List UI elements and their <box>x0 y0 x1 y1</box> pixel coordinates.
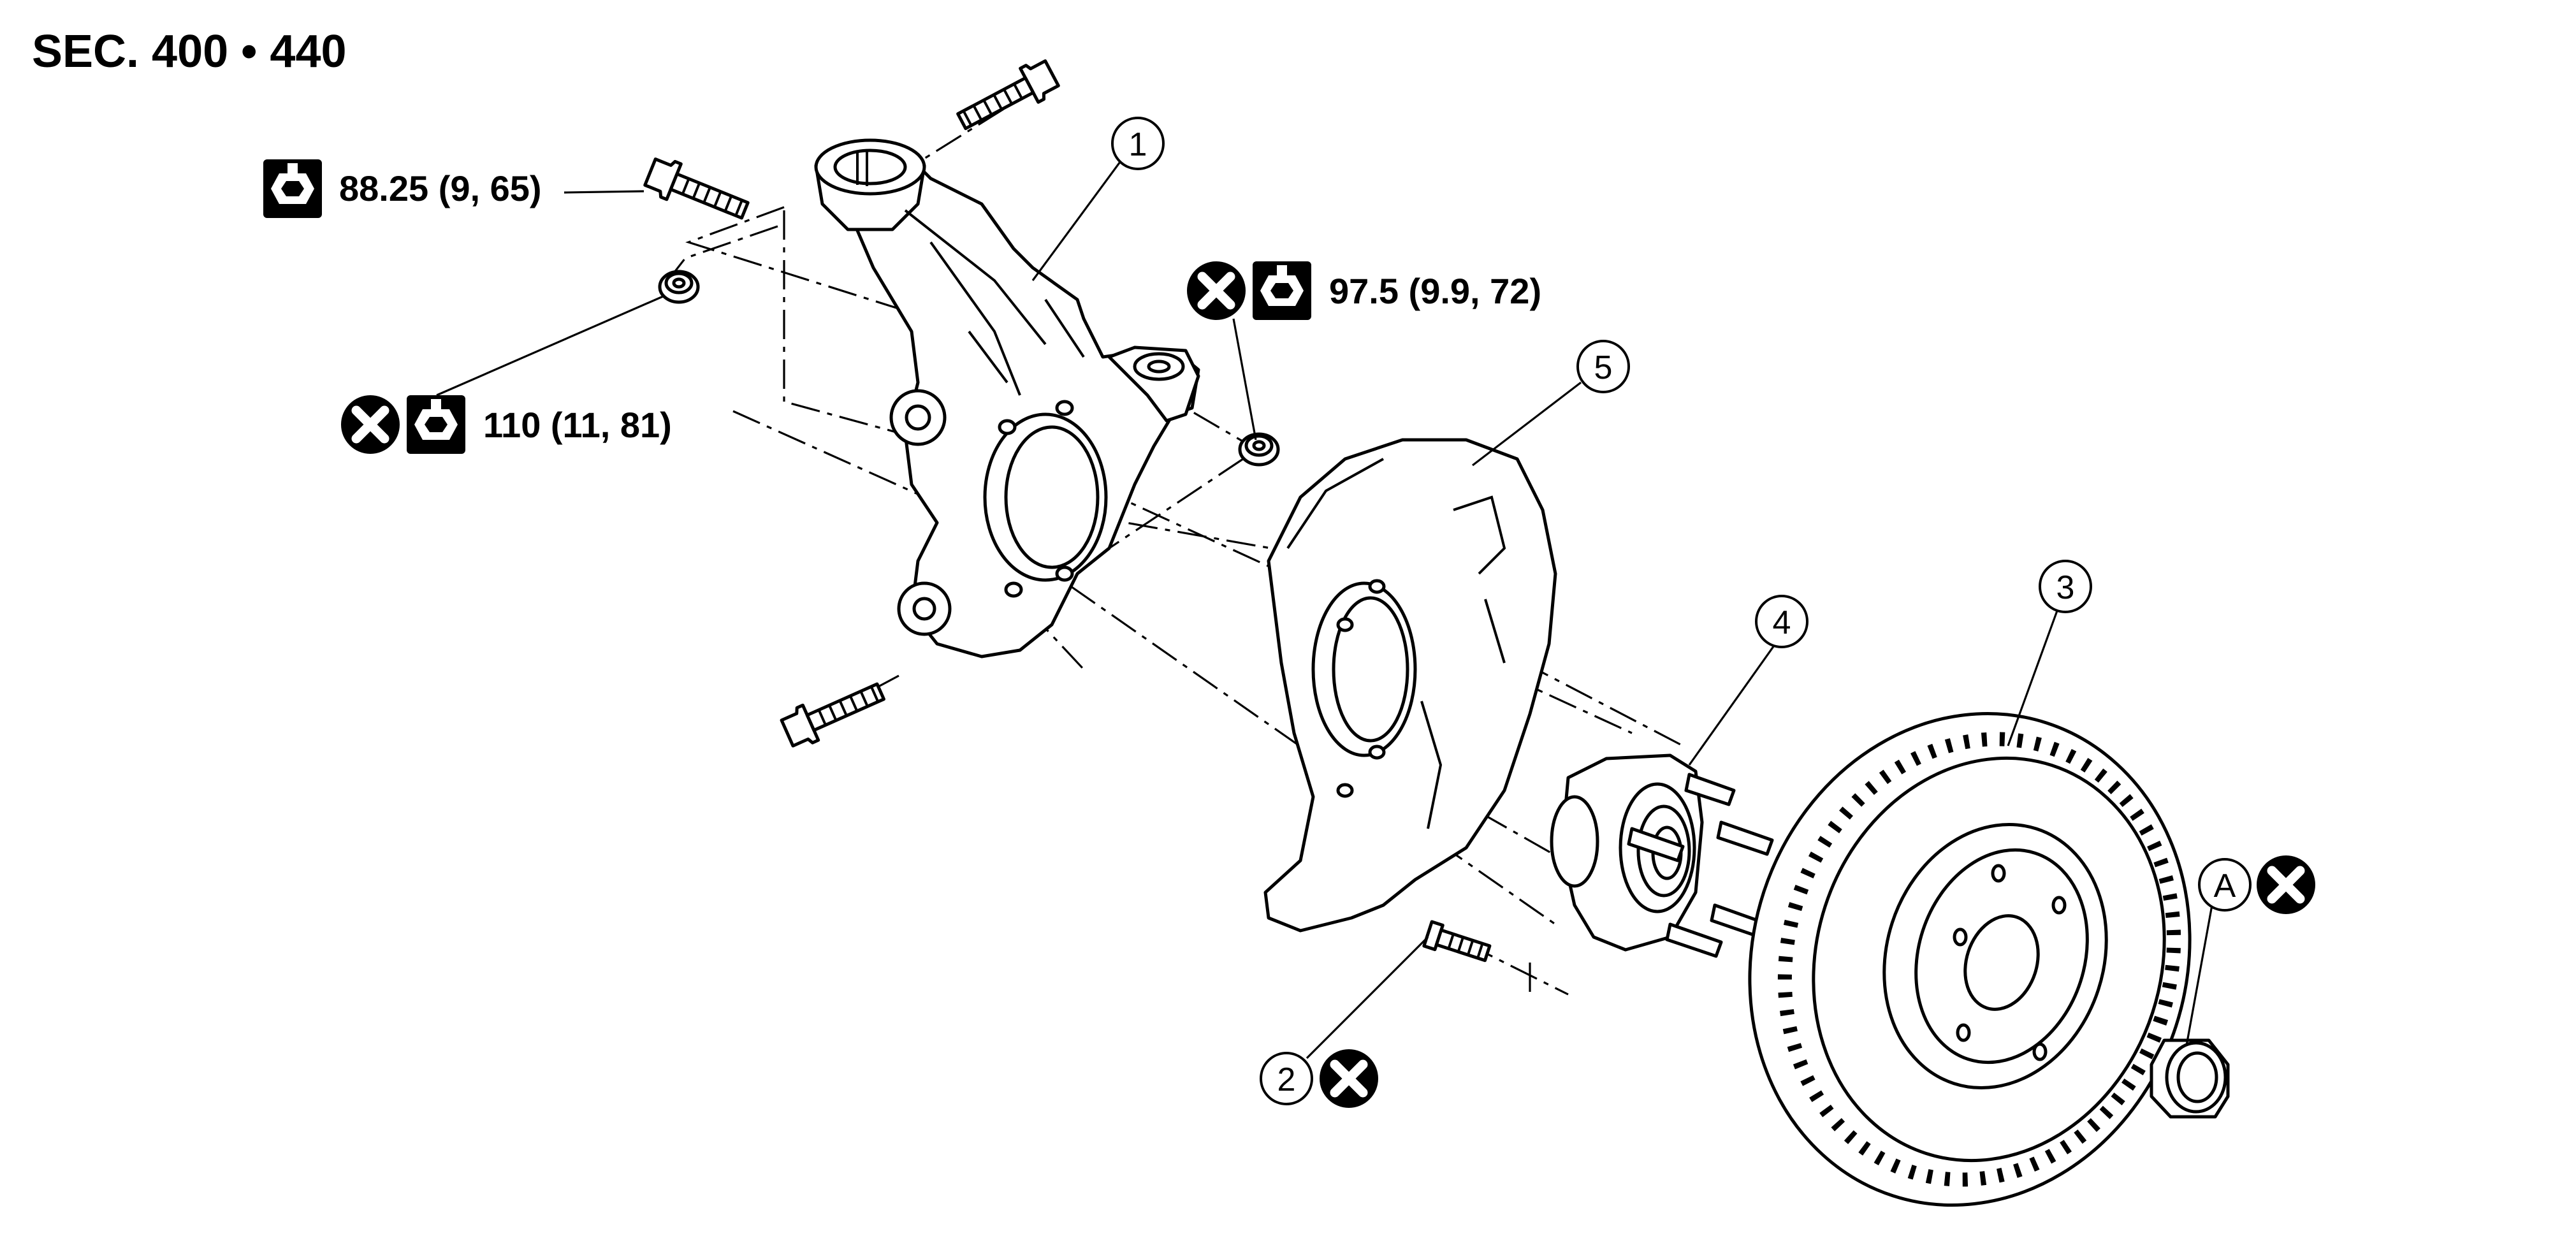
callout-3: 3 <box>2039 560 2092 613</box>
torque-spec-upper-bolt: 88.25 (9, 65) <box>263 159 542 218</box>
do-not-reuse-icon <box>2257 855 2315 914</box>
callout-2: 2 <box>1260 1052 1313 1105</box>
hub-bolt <box>1422 920 1492 963</box>
callout-a: A <box>2198 858 2252 912</box>
do-not-reuse-icon <box>1187 261 1246 320</box>
callout-5: 5 <box>1576 340 1630 393</box>
svg-text:5: 5 <box>1594 349 1613 386</box>
torque-wrench-icon <box>407 395 465 454</box>
brake-rotor <box>1748 711 2192 1207</box>
section-label: SEC. 400 • 440 <box>32 26 347 77</box>
splash-guard <box>1263 438 1557 933</box>
upper-clamp-bolt <box>643 154 752 228</box>
do-not-reuse-icon <box>341 395 400 454</box>
torque-wrench-icon <box>263 159 322 218</box>
svg-text:97.5 (9.9, 72): 97.5 (9.9, 72) <box>1329 271 1541 311</box>
upper-top-bolt <box>953 57 1061 138</box>
svg-text:4: 4 <box>1773 604 1791 641</box>
svg-text:2: 2 <box>1277 1061 1296 1098</box>
svg-text:1: 1 <box>1129 126 1147 163</box>
callout-1: 1 <box>1111 117 1165 170</box>
wheel-hub-bearing <box>1550 753 1774 958</box>
lower-bolt <box>780 674 889 751</box>
svg-text:88.25 (9, 65): 88.25 (9, 65) <box>339 168 542 208</box>
torque-spec-center-nut: 97.5 (9.9, 72) <box>1187 261 1541 320</box>
torque-wrench-icon <box>1253 261 1311 320</box>
hub-lock-nut <box>2150 1038 2230 1119</box>
callout-4: 4 <box>1755 595 1808 648</box>
torque-spec-upper-nut: 110 (11, 81) <box>341 395 672 454</box>
tie-rod-nut <box>1240 434 1278 465</box>
svg-text:110 (11, 81): 110 (11, 81) <box>483 405 672 445</box>
leader-lines <box>436 159 2213 1059</box>
svg-text:3: 3 <box>2056 569 2075 606</box>
do-not-reuse-icon <box>1320 1049 1378 1108</box>
svg-text:A: A <box>2214 868 2236 905</box>
upper-clamp-nut <box>660 272 698 302</box>
steering-knuckle <box>814 138 1200 658</box>
